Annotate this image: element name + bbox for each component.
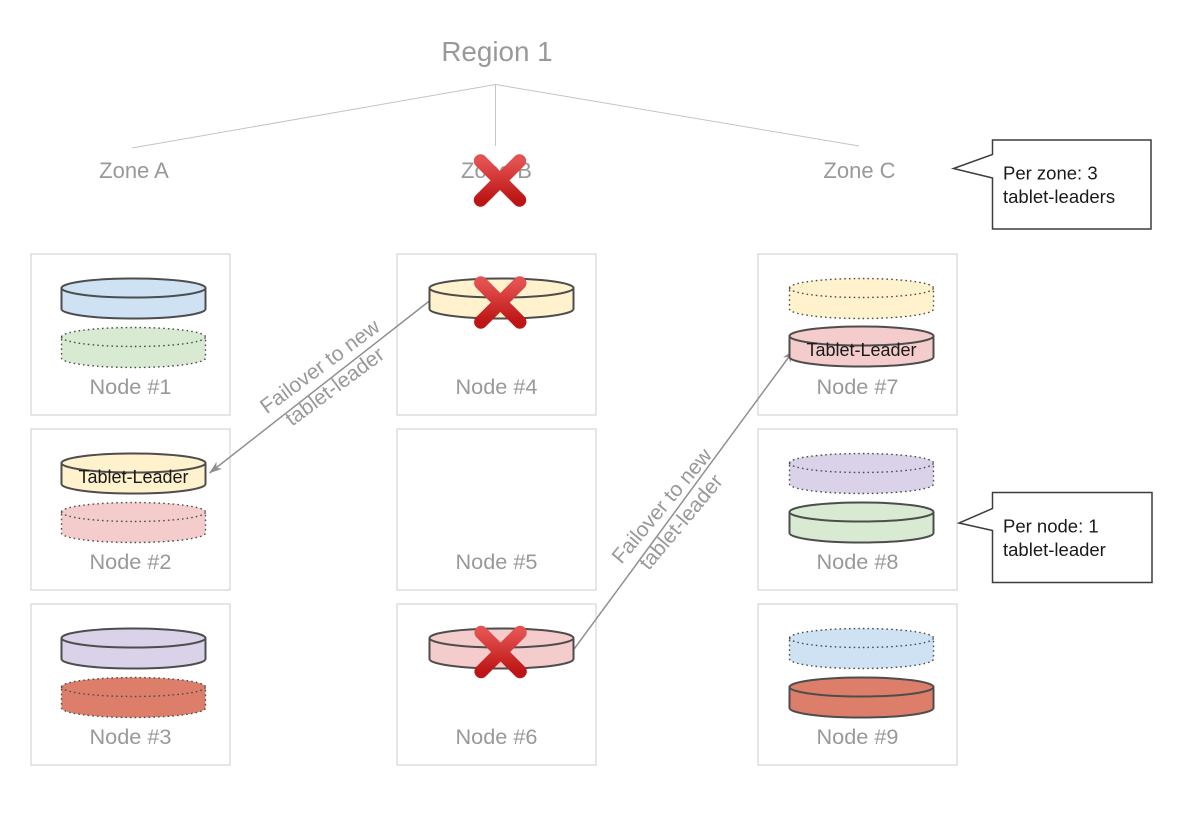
svg-text:Node #5: Node #5	[456, 549, 538, 574]
svg-text:Node #9: Node #9	[817, 724, 899, 749]
svg-text:Per zone: 3: Per zone: 3	[1003, 163, 1098, 184]
svg-text:Node #1: Node #1	[90, 374, 172, 399]
svg-text:Node #7: Node #7	[817, 374, 899, 399]
svg-text:Zone C: Zone C	[823, 158, 895, 183]
svg-text:Tablet-Leader: Tablet-Leader	[806, 340, 916, 360]
svg-text:Zone A: Zone A	[99, 158, 169, 183]
svg-text:Node #4: Node #4	[456, 374, 538, 399]
svg-text:tablet-leaders: tablet-leaders	[1003, 186, 1115, 207]
svg-text:Node #2: Node #2	[90, 549, 172, 574]
svg-text:tablet-leader: tablet-leader	[1003, 539, 1106, 560]
svg-text:Node #8: Node #8	[817, 549, 899, 574]
svg-text:Per node: 1: Per node: 1	[1003, 516, 1099, 537]
svg-text:Region 1: Region 1	[441, 36, 552, 67]
svg-text:Tablet-Leader: Tablet-Leader	[78, 467, 188, 487]
svg-text:Node #3: Node #3	[90, 724, 172, 749]
svg-text:Node #6: Node #6	[456, 724, 538, 749]
